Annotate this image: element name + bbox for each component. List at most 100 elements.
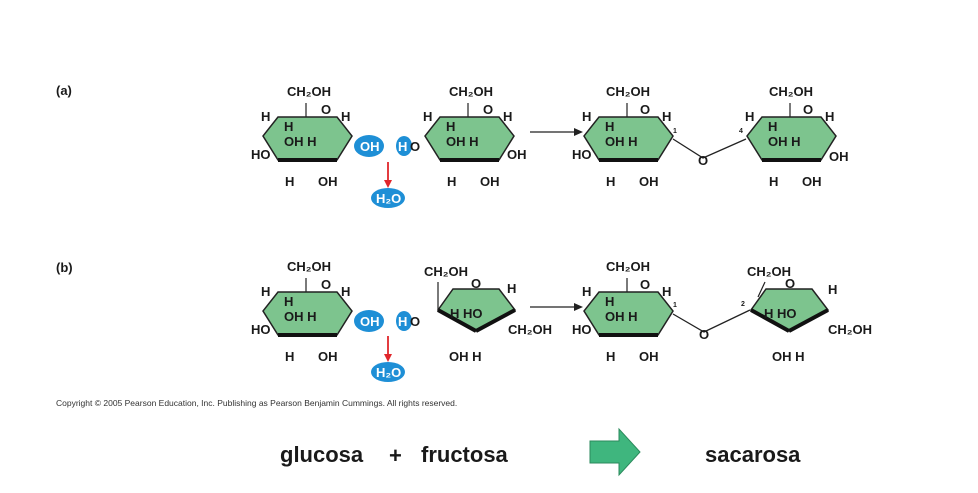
bond-number-2: 2 xyxy=(741,301,745,308)
h-label: H xyxy=(261,109,270,124)
h-label: H xyxy=(769,174,778,189)
oh-label: OH xyxy=(480,174,500,189)
ring-oxygen: O xyxy=(640,277,650,292)
h-bubble-a xyxy=(396,136,412,156)
ch2oh-label: CH₂OH xyxy=(828,322,872,337)
oh-h-label: OH H xyxy=(768,134,801,149)
glucose-ring-b: CH₂OH O H H H OH H HO H OH xyxy=(251,259,353,364)
panel-label-a: (a) xyxy=(56,83,72,98)
product-ring-b1: CH₂OH O H H H OH H HO H OH 1 xyxy=(572,259,677,364)
h-label: H xyxy=(423,109,432,124)
ch2oh-label: CH₂OH xyxy=(508,322,552,337)
product-ring-b2: CH₂OH O H 2 H HO CH₂OH OH H xyxy=(741,264,872,364)
oh-label: OH xyxy=(639,349,659,364)
result-arrow-icon xyxy=(589,427,641,477)
equation-fructosa: fructosa xyxy=(421,442,509,467)
glycosidic-bond-a xyxy=(672,138,747,159)
ring-oxygen: O xyxy=(321,102,331,117)
oh-bubble-label: OH xyxy=(360,314,380,329)
equation-sacarosa: sacarosa xyxy=(705,442,801,467)
equation-plus: + xyxy=(389,443,402,468)
ch2oh-label: CH₂OH xyxy=(287,84,331,99)
water-label: H₂O xyxy=(376,365,401,380)
ho-label: HO xyxy=(251,322,271,337)
h-bubble-label: H xyxy=(398,314,407,329)
bond-number-4: 4 xyxy=(739,128,743,135)
water-arrowhead-b xyxy=(384,354,392,362)
ch2oh-label: CH₂OH xyxy=(769,84,813,99)
glycosidic-bond-b xyxy=(672,309,751,333)
o-label: O xyxy=(410,314,420,329)
h-bubble-label: H xyxy=(398,139,407,154)
h-label: H xyxy=(507,281,516,296)
glucose-ring-a2: CH₂OH O H H H OH H OH H OH xyxy=(423,84,527,189)
oh-h-label: OH H xyxy=(449,349,482,364)
h-ho-label: H HO xyxy=(764,306,797,321)
h-label: H xyxy=(662,109,671,124)
h-ho-label: H HO xyxy=(450,306,483,321)
h-label: H xyxy=(828,282,837,297)
ho-label: HO xyxy=(572,322,592,337)
reaction-arrowhead-b xyxy=(574,303,583,311)
reaction-arrowhead-a xyxy=(574,128,583,136)
h-label: H xyxy=(446,119,455,134)
h-label: H xyxy=(605,294,614,309)
ring-oxygen: O xyxy=(785,276,795,291)
water-arrowhead-a xyxy=(384,180,392,188)
oh-label: OH xyxy=(507,147,527,162)
oh-bubble-a xyxy=(354,135,384,157)
h-label: H xyxy=(606,174,615,189)
h-label: H xyxy=(745,109,754,124)
h-label: H xyxy=(341,109,350,124)
panel-label-b: (b) xyxy=(56,260,73,275)
oh-label: OH xyxy=(802,174,822,189)
ring-oxygen: O xyxy=(640,102,650,117)
oh-h-label: OH H xyxy=(605,134,638,149)
h-bubble-b xyxy=(396,311,412,331)
h-label: H xyxy=(768,119,777,134)
h-label: H xyxy=(341,284,350,299)
h-label: H xyxy=(582,109,591,124)
h-label: H xyxy=(662,284,671,299)
ch2oh-label: CH₂OH xyxy=(449,84,493,99)
glucose-ring-a1: CH₂OH O H H H OH H HO H OH xyxy=(251,84,353,189)
oh-label: OH xyxy=(829,149,849,164)
oh-h-label: OH H xyxy=(446,134,479,149)
h-label: H xyxy=(261,284,270,299)
ho-label: HO xyxy=(251,147,271,162)
h-label: H xyxy=(582,284,591,299)
h-label: H xyxy=(606,349,615,364)
fructose-ring-b: CH₂OH O H H HO CH₂OH OH H xyxy=(424,264,552,364)
equation-glucosa: glucosa xyxy=(280,442,364,467)
h-label: H xyxy=(447,174,456,189)
ch2oh-label: CH₂OH xyxy=(606,84,650,99)
ch2oh-label: CH₂OH xyxy=(287,259,331,274)
oh-h-label: OH H xyxy=(284,309,317,324)
product-ring-a2: CH₂OH O H H H OH H OH H OH 4 xyxy=(739,84,849,189)
o-label: O xyxy=(410,139,420,154)
oh-bubble-label: OH xyxy=(360,139,380,154)
oh-h-label: OH H xyxy=(605,309,638,324)
ring-oxygen: O xyxy=(471,276,481,291)
bridge-oxygen-b: O xyxy=(699,327,709,342)
water-label: H₂O xyxy=(376,191,401,206)
ch2oh-label: CH₂OH xyxy=(606,259,650,274)
oh-label: OH xyxy=(318,349,338,364)
oh-h-label: OH H xyxy=(772,349,805,364)
bridge-oxygen-a: O xyxy=(698,153,708,168)
h-label: H xyxy=(605,119,614,134)
h-label: H xyxy=(284,119,293,134)
oh-h-label: OH H xyxy=(284,134,317,149)
h-label: H xyxy=(503,109,512,124)
ring-oxygen: O xyxy=(483,102,493,117)
ring-oxygen: O xyxy=(803,102,813,117)
h-label: H xyxy=(284,294,293,309)
ch2oh-label: CH₂OH xyxy=(747,264,791,279)
product-ring-a1: CH₂OH O H H H OH H HO H OH 1 xyxy=(572,84,677,189)
copyright-text: Copyright © 2005 Pearson Education, Inc.… xyxy=(56,398,457,408)
ch2oh-label: CH₂OH xyxy=(424,264,468,279)
h-label: H xyxy=(285,174,294,189)
water-bubble-b xyxy=(371,362,405,382)
h-label: H xyxy=(825,109,834,124)
